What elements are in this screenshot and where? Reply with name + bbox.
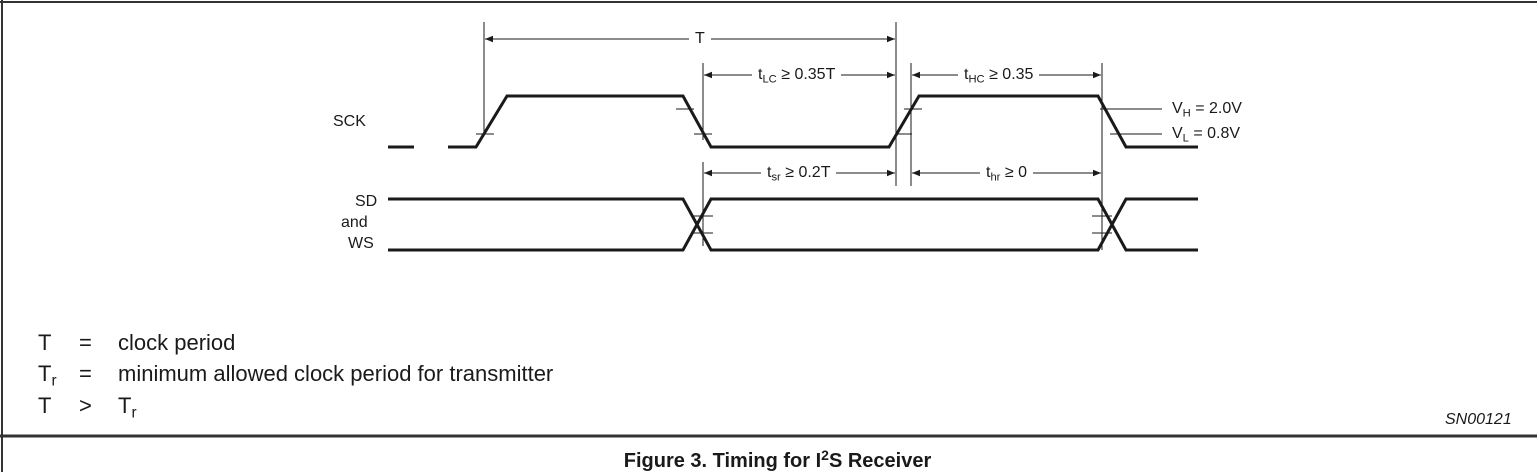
vh-main: V xyxy=(1172,100,1183,117)
vl-sub: L xyxy=(1182,132,1189,145)
ws-label: WS xyxy=(348,235,374,252)
extension-lines xyxy=(483,22,1103,250)
vh-sub: H xyxy=(1182,107,1191,120)
tlc-label: tLC ≥ 0.35T xyxy=(752,66,842,86)
sck-label: SCK xyxy=(333,113,366,130)
legend-desc-main: T xyxy=(118,393,132,418)
thr-label: thr ≥ 0 xyxy=(980,164,1033,184)
figure-caption: Figure 3. Timing for I2S Receiver xyxy=(0,448,1537,472)
tlc-main: t xyxy=(758,66,763,83)
vh-label: VH = 2.0V xyxy=(1172,100,1242,120)
caption-sup: 2 xyxy=(821,447,829,463)
and-label: and xyxy=(341,214,368,231)
threshold-lines xyxy=(1100,108,1162,135)
figure-id-code: SN00121 xyxy=(1445,411,1512,428)
dimension-arrows xyxy=(485,35,1101,177)
vh-rest: = 2.0V xyxy=(1190,100,1242,117)
thc-main: t xyxy=(964,66,969,83)
period-label: T xyxy=(689,31,711,47)
legend-symbol: Tr xyxy=(38,361,57,389)
legend-symbol: T xyxy=(38,395,51,417)
legend-op: = xyxy=(79,361,92,386)
legend-symbol: T xyxy=(38,332,51,354)
legend-desc: minimum allowed clock period for transmi… xyxy=(118,361,554,386)
thc-rest: ≥ 0.35 xyxy=(984,66,1034,83)
legend-desc: Tr xyxy=(118,393,137,421)
tlc-sub: LC xyxy=(762,73,777,86)
legend-sym: T xyxy=(38,361,52,386)
vl-label: VL = 0.8V xyxy=(1172,125,1241,145)
thc-sub: HC xyxy=(968,73,985,86)
tsr-sub: sr xyxy=(771,171,781,184)
sck-waveform xyxy=(388,94,1198,149)
caption-suffix: S Receiver xyxy=(828,450,932,472)
thr-sub: hr xyxy=(990,171,1001,184)
legend-sym: T xyxy=(38,330,52,355)
tsr-main: t xyxy=(767,164,772,181)
legend-sym: T xyxy=(38,393,52,418)
sd-label: SD xyxy=(355,193,378,210)
sd-ws-waveform xyxy=(388,197,1198,252)
tsr-rest: ≥ 0.2T xyxy=(780,164,831,181)
thr-rest: ≥ 0 xyxy=(1000,164,1027,181)
legend-op: > xyxy=(79,393,92,418)
tlc-rest: ≥ 0.35T xyxy=(776,66,836,83)
legend-op: = xyxy=(79,330,92,355)
legend-desc: clock period xyxy=(118,330,236,355)
vl-main: V xyxy=(1172,125,1183,142)
thc-label: tHC ≥ 0.35 xyxy=(958,66,1040,86)
tsr-label: tsr ≥ 0.2T xyxy=(761,164,837,184)
caption-prefix: Figure 3. Timing for I xyxy=(623,450,822,472)
legend-desc-sub: r xyxy=(131,404,137,422)
thr-main: t xyxy=(986,164,991,181)
legend-sym-sub: r xyxy=(51,372,57,390)
vl-rest: = 0.8V xyxy=(1188,125,1241,142)
